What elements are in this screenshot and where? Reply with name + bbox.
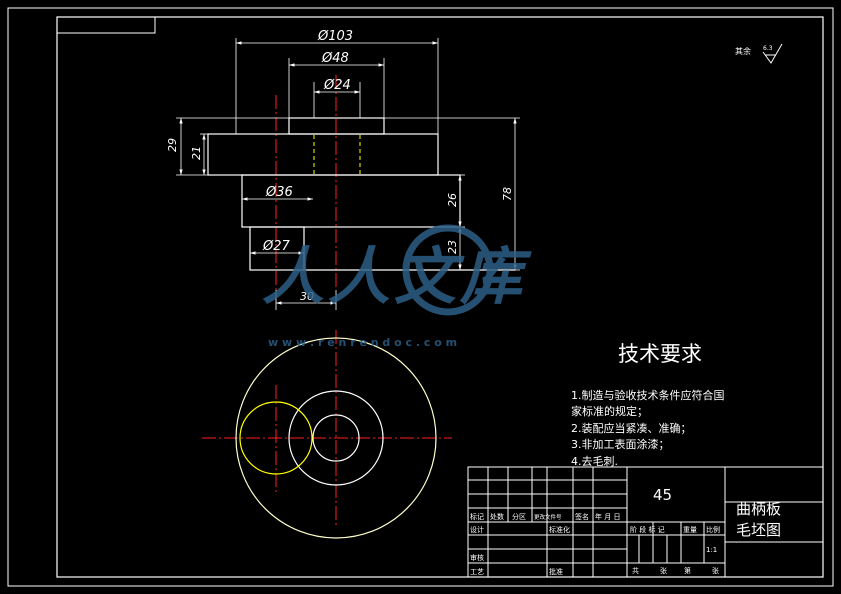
tech-line-3: 2.装配应当紧凑、准确； <box>571 421 692 435</box>
top-view <box>202 330 452 539</box>
title-block: 标记 处数 分区 更改文件号 签名 年 月 日 设计 标准化 审核 工艺 批准 … <box>467 466 824 578</box>
dim-d48: Ø48 <box>321 51 349 66</box>
tech-line-2: 家标准的规定； <box>571 404 648 418</box>
top-left-box <box>56 16 156 34</box>
dimension-lines <box>179 41 517 305</box>
front-view: Ø103 Ø48 Ø24 Ø36 Ø27 29 21 26 23 78 30 <box>166 29 520 310</box>
dim-w30: 30 <box>300 290 314 303</box>
tb-label-standardize: 标准化 <box>549 525 570 534</box>
offset-circle <box>239 401 313 475</box>
tb-label-mark: 标记 <box>470 512 484 521</box>
tb-label-stage-mark: 阶 段 标 记 <box>630 525 665 534</box>
technical-requirements: 技术要求 1.制造与验收技术条件应符合国 家标准的规定； 2.装配应当紧凑、准确… <box>571 342 725 468</box>
dim-d103: Ø103 <box>317 29 353 44</box>
dim-d24: Ø24 <box>323 78 351 93</box>
tech-line-4: 3.非加工表面涂漆； <box>571 437 670 451</box>
dim-h29: 29 <box>166 138 179 152</box>
tb-label-zone: 分区 <box>512 512 526 521</box>
dim-d36: Ø36 <box>265 185 293 200</box>
tb-label-design: 设计 <box>470 525 484 534</box>
inner-border <box>56 16 824 578</box>
extension-lines <box>176 38 520 310</box>
tb-label-weight: 重量 <box>683 526 697 534</box>
tb-label-change-doc: 更改文件号 <box>534 513 562 521</box>
outer-border <box>7 7 834 587</box>
watermark: 人人文库 w w w . r e n r e n d o c . c o m <box>262 224 532 349</box>
roughness-value: 6.3 <box>763 45 773 52</box>
tb-label-count: 处数 <box>490 512 504 521</box>
dim-h26: 26 <box>446 193 459 207</box>
tb-label-process: 工艺 <box>470 568 484 576</box>
tb-part-name-2: 毛坯图 <box>736 521 781 539</box>
dim-h78: 78 <box>501 187 514 201</box>
tb-label-page: 张 <box>712 566 719 575</box>
watermark-text: 人人文库 <box>262 240 532 313</box>
watermark-url: w w w . r e n r e n d o c . c o m <box>268 336 457 349</box>
tb-material: 45 <box>653 486 672 504</box>
tech-title: 技术要求 <box>618 342 702 366</box>
roughness-symbol: 其余 6.3 <box>735 43 783 64</box>
tech-line-5: 4.去毛刺. <box>571 455 618 468</box>
tb-label-page-no: 第 <box>684 566 691 575</box>
tb-label-sheet: 张 <box>660 566 667 575</box>
tb-label-ratio: 比例 <box>706 525 720 534</box>
tb-label-date: 年 月 日 <box>595 512 620 521</box>
tb-label-total: 共 <box>632 566 639 575</box>
inner-circle <box>312 414 360 462</box>
tb-label-approve: 批准 <box>549 567 563 576</box>
tb-part-name-1: 曲柄板 <box>736 500 781 518</box>
outer-circle <box>235 337 437 539</box>
dim-h21: 21 <box>190 146 203 160</box>
tb-label-signature: 签名 <box>575 512 589 521</box>
roughness-label: 其余 <box>735 46 751 56</box>
dim-h23: 23 <box>446 240 459 254</box>
tech-line-1: 1.制造与验收技术条件应符合国 <box>571 388 725 402</box>
middle-circle <box>288 390 384 486</box>
dim-d27: Ø27 <box>262 239 291 254</box>
tb-scale: 1:1 <box>706 546 717 554</box>
tb-label-review: 审核 <box>470 553 484 562</box>
watermark-logo <box>402 224 494 316</box>
